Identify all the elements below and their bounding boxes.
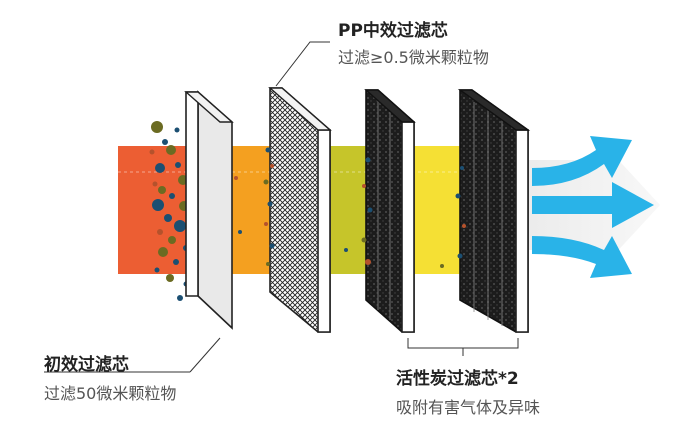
dust-particle-icon	[270, 164, 274, 168]
carbon-filter-2	[457, 89, 531, 333]
dust-particle-icon	[265, 147, 271, 153]
dust-particle-icon	[154, 267, 160, 273]
dust-particle-icon	[168, 236, 176, 244]
dust-particle-icon	[266, 262, 270, 266]
dust-particle-icon	[234, 176, 238, 180]
dust-particle-icon	[151, 121, 163, 133]
air-bands	[118, 146, 460, 274]
air-band-yellow	[414, 146, 460, 274]
primary-filter-title: 初效过滤芯	[44, 355, 129, 375]
dust-particle-icon	[365, 157, 371, 163]
pp-mesh-filter	[268, 87, 332, 333]
dust-particle-icon	[440, 264, 444, 268]
dust-particle-icon	[462, 224, 466, 228]
dust-particle-icon	[158, 186, 166, 194]
dust-particle-icon	[152, 199, 164, 211]
air-flow-arrow-icon	[532, 136, 654, 278]
dust-particle-icon	[238, 230, 242, 234]
dust-particle-icon	[174, 220, 186, 232]
dust-particle-icon	[267, 201, 273, 207]
dust-particle-icon	[177, 295, 183, 301]
dust-particle-icon	[457, 253, 463, 259]
dust-particle-icon	[344, 248, 348, 252]
dust-particle-icon	[174, 127, 180, 133]
dust-particle-icon	[361, 237, 367, 243]
captured-particles	[234, 147, 466, 268]
pp-filter-desc: 过滤≥0.5微米颗粒物	[338, 48, 489, 67]
pp-filter-title: PP中效过滤芯	[338, 21, 448, 41]
dust-particle-icon	[157, 229, 163, 235]
dust-particle-icon	[365, 259, 371, 265]
dust-particle-icon	[263, 179, 269, 185]
dust-particle-icon	[169, 193, 175, 199]
dust-particle-icon	[460, 166, 464, 170]
dust-particle-icon	[166, 145, 176, 155]
dust-particle-icon	[158, 247, 168, 257]
carbon-filter-1	[364, 89, 416, 333]
dust-particle-icon	[269, 243, 275, 249]
dust-particle-icon	[367, 207, 373, 213]
carbon-filter-title: 活性炭过滤芯*2	[396, 369, 519, 389]
dust-particle-icon	[164, 214, 172, 222]
dust-particle-icon	[166, 274, 174, 282]
dust-particle-icon	[362, 184, 366, 188]
dust-particle-icon	[455, 193, 461, 199]
primary-filter-desc: 过滤50微米颗粒物	[44, 384, 177, 403]
air-band-orange	[232, 146, 274, 274]
leader-lines	[44, 41, 519, 373]
dust-particle-icon	[173, 259, 179, 265]
primary-filter	[184, 90, 234, 330]
dust-particle-icon	[149, 149, 155, 155]
dust-particle-icon	[162, 139, 168, 145]
air-band-olive	[330, 146, 370, 274]
dust-particle-icon	[155, 163, 165, 173]
carbon-filter-desc: 吸附有害气体及异味	[396, 398, 541, 417]
dust-particle-icon	[152, 181, 158, 187]
dust-particle-icon	[264, 222, 268, 226]
dust-particle-icon	[175, 162, 181, 168]
